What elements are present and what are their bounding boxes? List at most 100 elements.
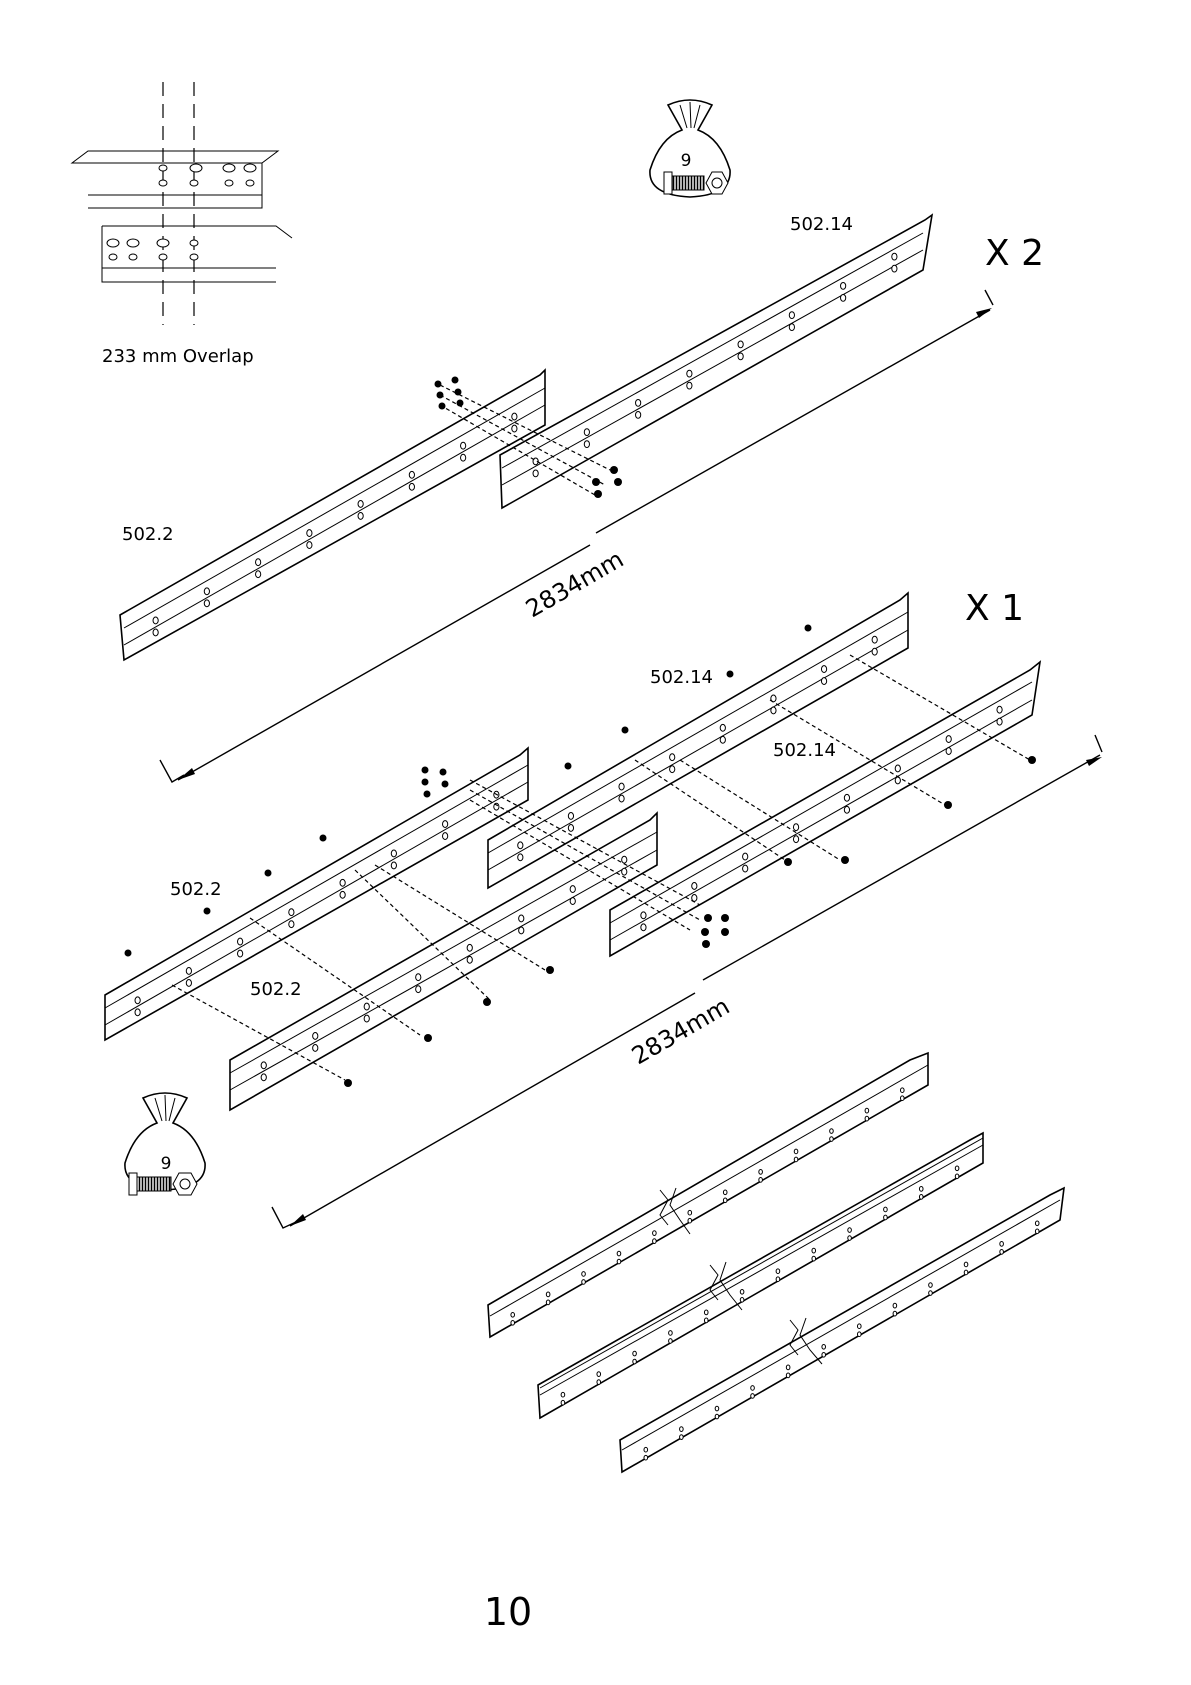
- beam-hole: [238, 950, 243, 957]
- label-top-502-14: 502.14: [790, 214, 853, 235]
- beam-hole: [622, 868, 627, 875]
- beam-hole: [597, 1380, 601, 1385]
- beam-hole: [416, 974, 421, 981]
- beam-hole: [738, 341, 743, 348]
- beam-hole: [688, 1210, 692, 1215]
- beam-hole: [844, 806, 849, 813]
- beam-hole: [582, 1272, 586, 1277]
- beam-hole: [751, 1386, 755, 1391]
- beam-hole: [641, 912, 646, 919]
- beam-hole: [409, 483, 414, 490]
- beam-hole: [289, 909, 294, 916]
- bolt-bag-middle: [125, 1093, 205, 1195]
- beam-hole: [584, 441, 589, 448]
- beam-hole: [619, 795, 624, 802]
- beam-hole: [715, 1406, 719, 1411]
- beam-hole: [964, 1270, 968, 1275]
- beam-hole: [512, 425, 517, 432]
- beam-hole: [568, 825, 573, 832]
- bolt-bag-top: [650, 100, 730, 197]
- beam-hole: [636, 399, 641, 406]
- beam-hole: [409, 471, 414, 478]
- beam-hole: [997, 706, 1002, 713]
- beam-hole: [789, 312, 794, 319]
- label-mid-502-14-b: 502.14: [773, 740, 836, 761]
- beam-hole: [204, 588, 209, 595]
- beam-hole: [759, 1170, 763, 1175]
- beam-hole: [467, 944, 472, 951]
- beam-hole: [340, 891, 345, 898]
- beam-hole: [358, 501, 363, 508]
- beam-hole: [582, 1280, 586, 1285]
- beam-hole: [546, 1300, 550, 1305]
- beam-hole: [680, 1427, 684, 1432]
- beam-hole: [776, 1277, 780, 1282]
- beam-hole: [1000, 1250, 1004, 1255]
- beam-hole: [743, 853, 748, 860]
- beam-hole: [307, 530, 312, 537]
- beam-hole: [857, 1324, 861, 1329]
- middle-beam-2: [488, 593, 908, 888]
- beam-hole: [720, 736, 725, 743]
- beam-hole: [256, 571, 261, 578]
- beam-hole: [641, 924, 646, 931]
- beam-hole: [135, 1009, 140, 1016]
- beam-hole: [570, 886, 575, 893]
- beam-hole: [653, 1239, 657, 1244]
- length-top: 2834mm: [521, 545, 628, 623]
- beam-hole: [461, 454, 466, 461]
- label-mid-502-2-b: 502.2: [250, 979, 302, 1000]
- beam-hole: [929, 1291, 933, 1296]
- beam-hole: [461, 442, 466, 449]
- beam-hole: [644, 1447, 648, 1452]
- beam-hole: [723, 1190, 727, 1195]
- beam-hole: [892, 253, 897, 260]
- beam-hole: [261, 1074, 266, 1081]
- beam-hole: [597, 1372, 601, 1377]
- beam-hole: [743, 865, 748, 872]
- beam-hole: [680, 1435, 684, 1440]
- beam-hole: [793, 824, 798, 831]
- beam-hole: [786, 1373, 790, 1378]
- multiplier-top: X 2: [985, 233, 1044, 274]
- middle-crossbolts: [125, 625, 1037, 1088]
- beam-hole: [518, 854, 523, 861]
- beam-hole: [416, 986, 421, 993]
- top-beam-right: [500, 215, 932, 508]
- beam-hole: [771, 707, 776, 714]
- page-number: 10: [484, 1590, 532, 1634]
- beam-hole: [1035, 1221, 1039, 1226]
- beam-hole: [919, 1187, 923, 1192]
- beam-hole: [997, 718, 1002, 725]
- label-mid-502-14-a: 502.14: [650, 667, 713, 688]
- beam-hole: [830, 1129, 834, 1134]
- beam-hole: [844, 794, 849, 801]
- bag-number-middle: 9: [161, 1154, 172, 1174]
- beam-hole: [669, 1339, 673, 1344]
- beam-hole: [919, 1195, 923, 1200]
- beam-hole: [289, 921, 294, 928]
- beam-hole: [511, 1320, 515, 1325]
- beam-hole: [964, 1262, 968, 1267]
- beam-hole: [633, 1359, 637, 1364]
- length-middle: 2834mm: [627, 992, 734, 1070]
- beam-hole: [794, 1149, 798, 1154]
- beam-hole: [865, 1108, 869, 1113]
- beam-hole: [759, 1178, 763, 1183]
- beam-hole: [841, 282, 846, 289]
- beam-hole: [872, 636, 877, 643]
- middle-beam-3: [230, 813, 657, 1110]
- beam-hole: [929, 1283, 933, 1288]
- beam-hole: [812, 1248, 816, 1253]
- beam-hole: [822, 1352, 826, 1357]
- beam-hole: [568, 813, 573, 820]
- beam-hole: [821, 678, 826, 685]
- beam-hole: [670, 766, 675, 773]
- beam-hole: [872, 648, 877, 655]
- top-beam-left: [120, 370, 545, 660]
- beam-hole: [519, 927, 524, 934]
- beam-hole: [519, 915, 524, 922]
- beam-hole: [822, 1344, 826, 1349]
- beam-hole: [669, 1331, 673, 1336]
